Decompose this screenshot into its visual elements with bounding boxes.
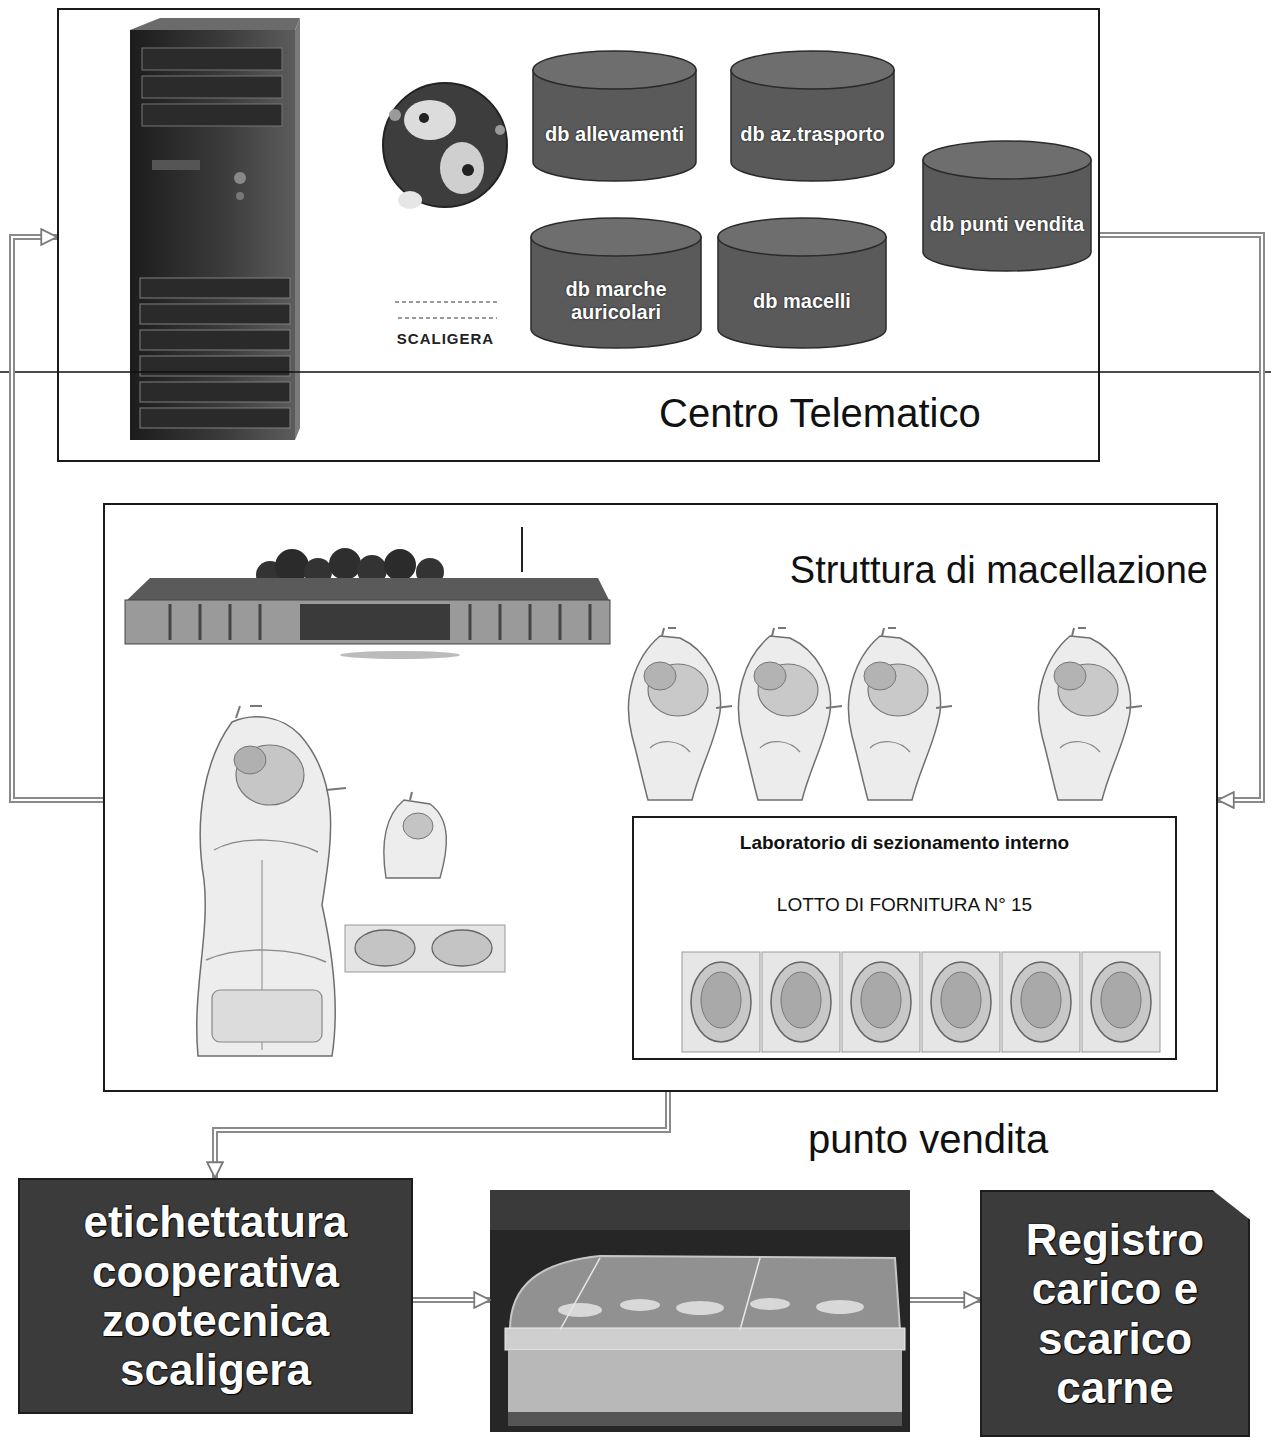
- arrow-line: [215, 1092, 668, 1178]
- flow-arrow: [910, 1300, 980, 1301]
- node-title: db macelli: [723, 259, 881, 343]
- node-title: db marche auricolari: [536, 259, 696, 343]
- database-cylinder: db az.trasporto: [730, 50, 895, 182]
- lab-box: Laboratorio di sezionamento internoLOTTO…: [632, 816, 1177, 1060]
- arrow-heads: [910, 1300, 980, 1301]
- arrow-heads: [215, 1092, 668, 1178]
- node-title: punto vendita: [808, 1116, 1048, 1162]
- node-title: Centro Telematico: [659, 390, 1089, 436]
- database-cylinder: db marche auricolari: [530, 217, 702, 349]
- database-cylinder: db macelli: [717, 217, 887, 349]
- arrow-line-core: [215, 1092, 668, 1178]
- node-title: db allevamenti: [538, 92, 691, 176]
- node-title: Laboratorio di sezionamento interno: [634, 832, 1175, 854]
- database-cylinder: db punti vendita: [922, 140, 1092, 272]
- cylinder-top: [718, 218, 886, 256]
- arrow-heads: [413, 1300, 490, 1301]
- cylinder-top: [533, 51, 696, 89]
- node-text: LOTTO DI FORNITURA N° 15: [634, 894, 1175, 916]
- flow-arrow: [1100, 235, 1262, 800]
- node-title: etichettatura cooperativa zootecnica sca…: [28, 1197, 403, 1394]
- cylinder-outline: [730, 50, 895, 182]
- flow-arrow: [413, 1300, 490, 1301]
- node-title: db az.trasporto: [736, 92, 889, 176]
- arrow-line: [910, 1297, 980, 1303]
- display-case: punto vendita: [490, 1190, 910, 1432]
- cylinder-top: [731, 51, 894, 89]
- arrow-line-core: [910, 1299, 980, 1301]
- database-cylinder: db allevamenti: [532, 50, 697, 182]
- arrow-line-core: [413, 1299, 490, 1301]
- flow-arrow: [215, 1092, 668, 1178]
- cylinder-outline: [922, 140, 1092, 272]
- arrow-line: [1100, 235, 1262, 800]
- logo-label: SCALIGERA: [383, 330, 508, 347]
- node-title: Registro carico e scarico carne: [990, 1215, 1240, 1412]
- node-title: Struttura di macellazione: [608, 549, 1208, 593]
- system-box: Centro Telematico db allevamenti db az.tra…: [57, 8, 1100, 462]
- cylinder-outline: [532, 50, 697, 182]
- register-box: Registro carico e scarico carne: [980, 1190, 1250, 1437]
- cylinder-top: [531, 218, 701, 256]
- facility-box: Struttura di macellazioneLaboratorio di …: [103, 503, 1218, 1092]
- node-title: db punti vendita: [928, 182, 1086, 266]
- arrow-heads: [1100, 235, 1262, 800]
- label-box: etichettatura cooperativa zootecnica sca…: [18, 1178, 413, 1414]
- arrow-line: [413, 1297, 490, 1303]
- arrow-line-core: [1100, 235, 1262, 800]
- cylinder-top: [923, 141, 1091, 179]
- cylinder-outline: [717, 217, 887, 349]
